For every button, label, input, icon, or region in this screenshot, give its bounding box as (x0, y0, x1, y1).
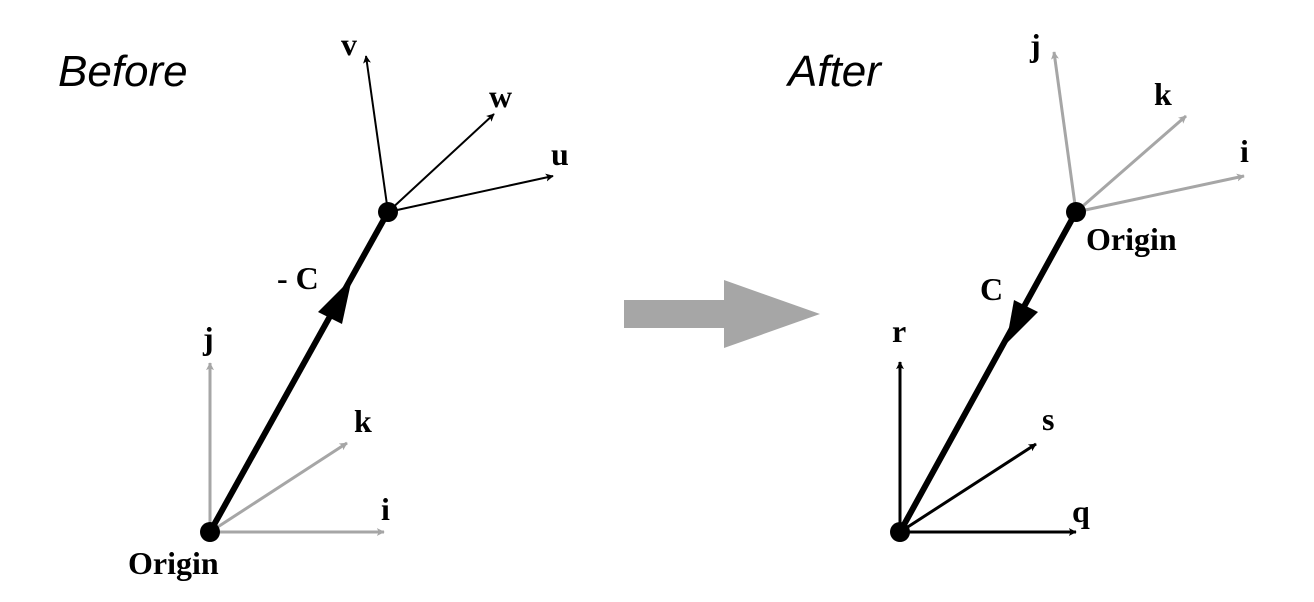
before-label-w: w (489, 78, 512, 114)
after-title: After (785, 47, 883, 96)
before-label-i: i (381, 491, 390, 527)
after-axis-k (1075, 114, 1187, 214)
before-vector-neg-c (207, 210, 391, 534)
before-label-j: j (202, 320, 214, 356)
after-label-j: j (1029, 27, 1041, 63)
after-vector-c (897, 210, 1079, 534)
before-frame-point (378, 202, 398, 222)
before-axis-k (209, 441, 348, 534)
after-axis-i (1075, 173, 1245, 214)
after-label-i: i (1240, 133, 1249, 169)
after-label-s: s (1042, 401, 1054, 437)
before-vector-arrowhead (318, 278, 352, 324)
before-origin-point (200, 522, 220, 542)
after-world-axes (896, 361, 1077, 536)
before-origin-label: Origin (128, 545, 219, 581)
after-world-point (890, 522, 910, 542)
before-label-k: k (354, 403, 372, 439)
before-axis-u (387, 173, 554, 213)
before-title: Before (58, 47, 188, 96)
after-label-k: k (1154, 76, 1172, 112)
before-axis-v (363, 55, 389, 213)
after-origin-label: Origin (1086, 221, 1177, 257)
before-frame-axes (363, 55, 554, 213)
after-axis-s (899, 442, 1037, 534)
after-frame-origin-point (1066, 202, 1086, 222)
before-vector-label: - C (277, 260, 319, 296)
after-label-q: q (1072, 493, 1090, 529)
before-axis-w (387, 113, 495, 213)
before-label-u: u (551, 136, 569, 172)
before-panel: Before v w u - C j k i Origin (58, 26, 569, 581)
before-label-v: v (341, 26, 357, 62)
right-arrow-icon (624, 280, 820, 348)
before-world-axes (206, 362, 385, 536)
after-frame-axes (1051, 51, 1245, 214)
after-vector-label: C (980, 271, 1003, 307)
after-vector-arrowhead (1006, 300, 1038, 344)
after-panel: After j k i Origin C r s q (785, 27, 1249, 542)
after-label-r: r (892, 313, 906, 349)
after-axis-j (1051, 51, 1078, 213)
